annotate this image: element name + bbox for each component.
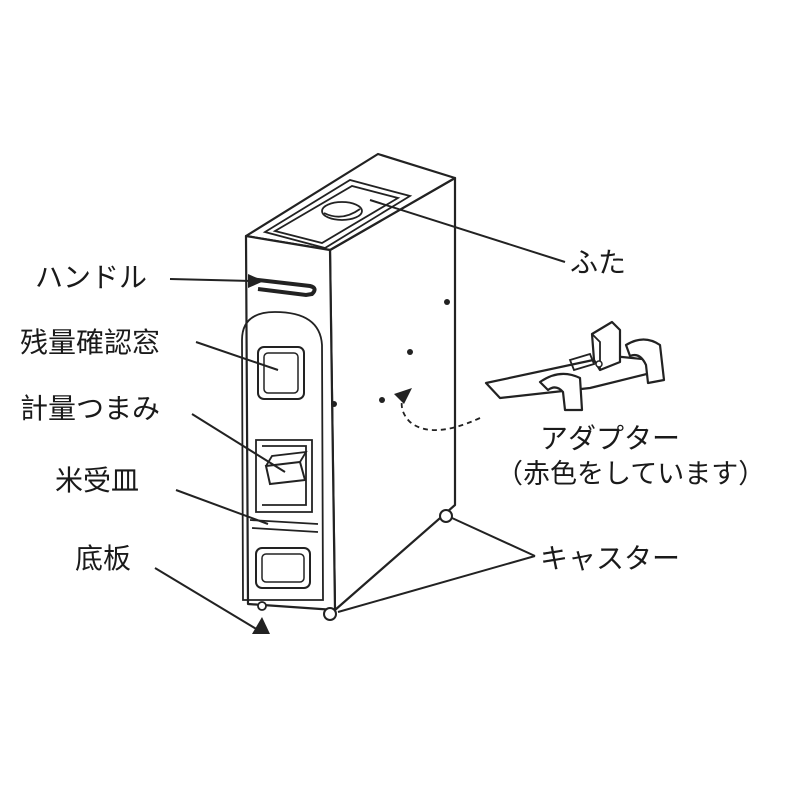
adapter-clip <box>568 352 596 372</box>
lid-hole-shade <box>323 208 361 218</box>
leader-caster-2 <box>337 555 536 613</box>
dispenser <box>241 152 457 621</box>
leader-base <box>154 567 259 631</box>
leader-base-arrow <box>252 617 270 634</box>
knob-opening <box>255 439 313 513</box>
caster-wheel <box>323 607 337 621</box>
label-handle: ハンドル <box>35 261 147 294</box>
lid-recess-inner <box>272 185 401 244</box>
leader-tray <box>175 489 269 525</box>
window-frame <box>257 346 305 400</box>
knob-opening-inner <box>262 445 307 506</box>
label-window: 残量確認窓 <box>20 326 160 359</box>
leader-handle <box>169 278 253 282</box>
leader-knob <box>191 413 286 473</box>
adapter-arm-right <box>624 338 666 385</box>
leader-handle-arrow <box>248 274 264 288</box>
screw <box>407 349 413 355</box>
label-knob: 計量つまみ <box>20 392 160 425</box>
leader-lines <box>154 199 566 634</box>
label-lid: ふた <box>570 246 626 279</box>
label-tray: 米受皿 <box>55 464 139 497</box>
label-base: 底板 <box>75 542 131 575</box>
leader-caster-1 <box>451 517 536 557</box>
adapter-part <box>484 320 666 412</box>
rice-tray-edge <box>251 527 319 533</box>
caster-wheel <box>257 601 267 611</box>
leader-window <box>195 341 279 371</box>
screw <box>444 299 450 305</box>
label-adapter-note: （赤色をしています） <box>496 459 765 490</box>
caster-wheel <box>439 509 453 523</box>
screw <box>331 401 337 407</box>
handle <box>249 277 317 298</box>
dispenser-side-face <box>328 176 457 612</box>
adapter-post <box>590 320 622 372</box>
measuring-knob <box>264 460 307 486</box>
screw <box>379 397 385 403</box>
adapter-arm-left <box>538 372 584 412</box>
label-adapter: アダプター <box>540 422 680 455</box>
front-panel <box>241 311 324 601</box>
bottom-plate <box>255 547 311 589</box>
window-glass <box>263 352 299 394</box>
label-caster: キャスター <box>540 542 680 575</box>
mount-arrow-head <box>394 388 412 404</box>
adapter-hole <box>595 360 603 368</box>
mount-arrow <box>400 399 481 431</box>
labels: ハンドル 残量確認窓 計量つまみ 米受皿 底板 ふた アダプター （赤色をしてい… <box>20 246 765 575</box>
leader-lid <box>369 199 566 263</box>
bottom-plate-inner <box>261 553 305 583</box>
lid-recess <box>262 179 413 249</box>
